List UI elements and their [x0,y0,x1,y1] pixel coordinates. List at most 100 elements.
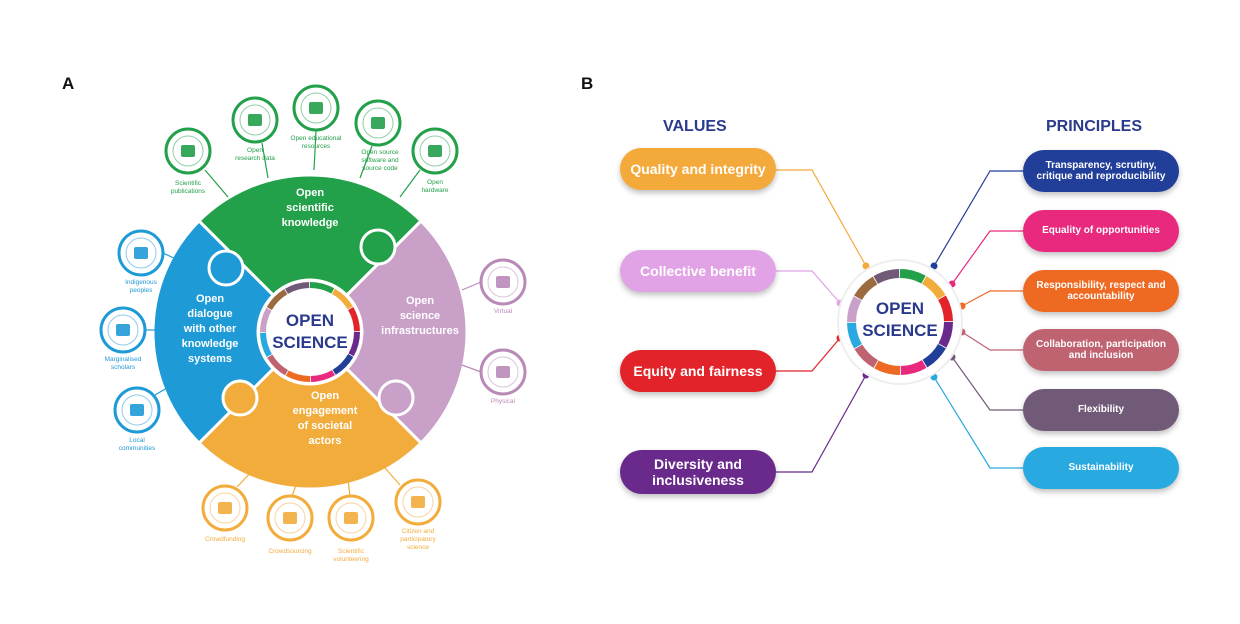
ring-segment [922,344,946,368]
item-label: Crowdfunding [205,536,245,543]
principle-pill-collaboration: Collaboration, participation and inclusi… [1023,329,1179,371]
ring-segment [938,322,953,348]
principle-connector [951,356,1023,411]
coin-icon [209,492,241,524]
puzzle-knob [377,379,415,417]
panel-a-label: A [62,74,75,93]
principles-header: PRINCIPLES [1046,118,1143,135]
connector-line [236,467,256,488]
principle-connector [933,170,1023,267]
value-connector [776,169,867,267]
value-connector [776,337,841,372]
ring-segment [900,269,926,284]
code-icon [362,107,394,139]
item-label: Crowdsourcing [268,548,312,555]
puzzle-knob [221,379,259,417]
ring-segment [260,307,272,332]
connector-line [204,169,229,198]
ring-segment [266,289,288,310]
location-pin-icon [121,394,153,426]
connector-line [461,281,482,291]
item-crowdfunding: Crowdfunding [201,467,256,543]
ring-segment [332,354,354,375]
group-icon [402,486,434,518]
value-pill-diversity-inclusiveness: Diversity and inclusiveness [620,450,776,494]
connector-line [154,384,173,396]
principle-pill-transparency: Transparency, scrutiny, critique and rep… [1023,150,1179,192]
network-icon [274,502,306,534]
principle-label: Sustainability [1068,462,1134,474]
value-connector [776,270,841,304]
principle-connector [961,290,1023,307]
ring-segment [260,332,272,357]
lock-open-icon [172,135,204,167]
ring-segment [847,296,862,322]
principle-pill-equality: Equality of opportunities [1023,210,1179,252]
book-icon [300,92,332,124]
item-label: Virtual [494,308,513,315]
bar-chart-icon [239,104,271,136]
panel-b-label: B [581,74,594,93]
ring-segment [267,354,288,376]
ring-segment [310,282,335,294]
ring-segment [285,370,310,382]
principle-pill-flexibility: Flexibility [1023,389,1179,431]
principle-pill-sustainability: Sustainability [1023,447,1179,489]
connector-line [261,142,269,179]
ring-segment [854,276,878,300]
connector-line [291,479,299,497]
principle-label: Responsibility, respect and accountabili… [1036,279,1166,303]
principle-connector [961,331,1023,351]
connector-line [384,467,401,486]
principle-connector [933,376,1023,469]
connector-line [461,364,482,373]
item-virtual: Virtual [461,258,527,315]
center-color-ring [260,282,360,382]
ring-segment [854,344,878,368]
principle-pill-responsibility: Responsibility, respect and accountabili… [1023,270,1179,312]
value-label: Quality and integrity [630,160,766,177]
principle-label: Collaboration, participation and inclusi… [1035,338,1166,362]
value-connector [776,374,867,473]
connector-line [359,145,373,179]
principle-label: Transparency, scrutiny, critique and rep… [1036,159,1166,183]
connector-line [313,130,317,171]
telescope-icon [487,356,519,388]
puzzle-knob [207,249,245,287]
people-icon [107,314,139,346]
value-label: Collective benefit [640,262,756,279]
raised-hands-icon [335,502,367,534]
ring-segment [900,360,927,375]
b-center-inner [857,279,943,365]
principle-label: Flexibility [1077,404,1125,416]
ring-segment [348,307,360,332]
value-pill-collective-benefit: Collective benefit [620,250,776,292]
connector-line [347,479,351,497]
gear-icon [419,135,451,167]
principle-dot [930,262,938,270]
principle-label: Equality of opportunities [1042,225,1160,237]
connector-line [399,169,421,198]
